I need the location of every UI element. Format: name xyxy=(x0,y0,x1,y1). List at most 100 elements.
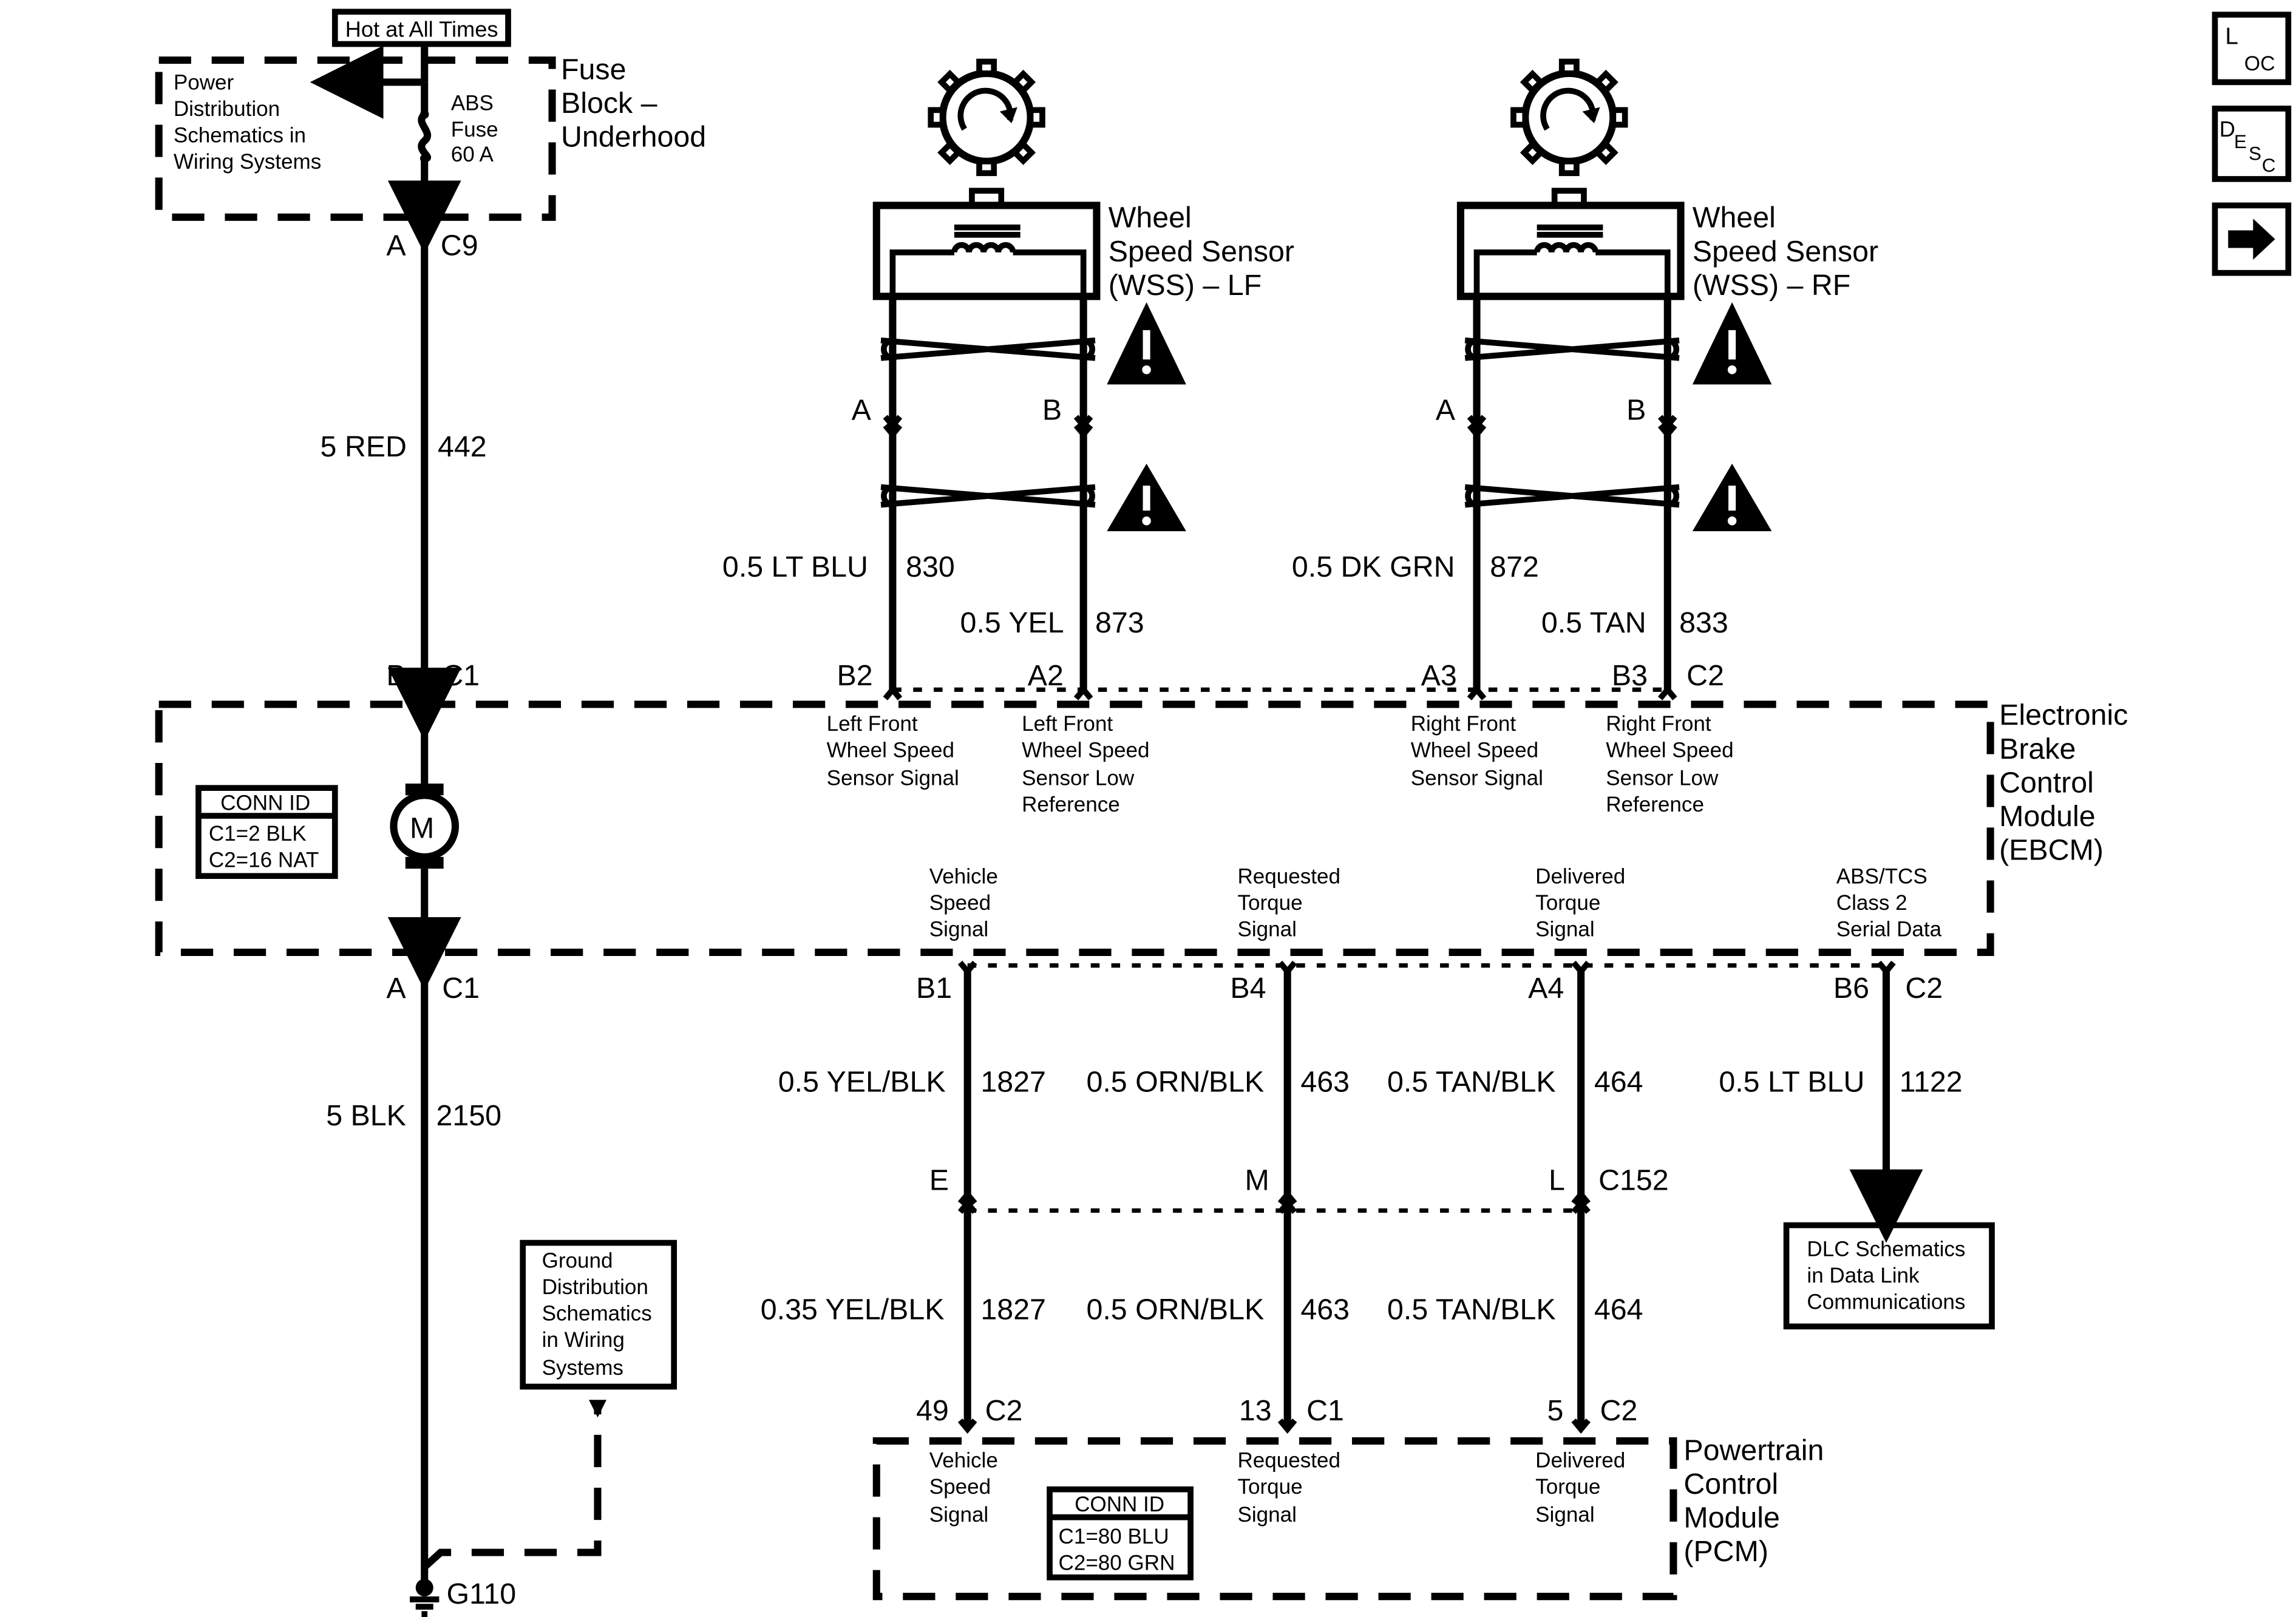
svg-text:Control: Control xyxy=(1683,1468,1778,1500)
svg-text:C1=2 BLK: C1=2 BLK xyxy=(209,822,307,846)
svg-text:Module: Module xyxy=(1683,1502,1780,1534)
svg-text:C2: C2 xyxy=(1600,1394,1638,1427)
svg-text:CONN ID: CONN ID xyxy=(220,791,310,815)
wire-dk-grn-872: 0.5 DK GRN 872 xyxy=(1292,551,1539,583)
svg-text:0.5 ORN/BLK: 0.5 ORN/BLK xyxy=(1086,1293,1264,1326)
svg-text:Distribution: Distribution xyxy=(174,97,280,121)
svg-text:60 A: 60 A xyxy=(451,143,494,166)
svg-text:464: 464 xyxy=(1594,1066,1643,1099)
wss-rf-name: Wheel Speed Sensor (WSS) – RF xyxy=(1693,202,1878,302)
wire-tan-833: 0.5 TAN 833 xyxy=(1541,606,1728,639)
desc-label-d: D xyxy=(2220,117,2235,141)
svg-text:Hot at All Times: Hot at All Times xyxy=(345,16,498,41)
svg-text:Signal: Signal xyxy=(929,917,988,941)
svg-text:B: B xyxy=(386,659,406,692)
svg-text:Signal: Signal xyxy=(1535,1503,1594,1527)
wheel-tone-ring-rf-icon xyxy=(1510,58,1628,177)
svg-text:M: M xyxy=(1245,1164,1269,1197)
wss-lf-sensor-body xyxy=(872,188,1101,300)
pcm-name: Powertrain Control Module (PCM) xyxy=(1683,1434,1824,1568)
svg-text:Signal: Signal xyxy=(1237,917,1296,941)
svg-text:0.5 TAN: 0.5 TAN xyxy=(1541,606,1646,639)
svg-text:Signal: Signal xyxy=(929,1503,988,1527)
hot-at-all-times-box: Hot at All Times xyxy=(331,8,511,47)
svg-text:Class 2: Class 2 xyxy=(1836,891,1907,915)
svg-text:(PCM): (PCM) xyxy=(1683,1535,1768,1568)
svg-text:Schematics in: Schematics in xyxy=(174,123,306,147)
svg-text:Communications: Communications xyxy=(1807,1290,1965,1314)
loc-label-big: L xyxy=(2225,24,2238,50)
svg-text:A: A xyxy=(852,393,872,426)
svg-text:Underhood: Underhood xyxy=(561,121,706,154)
connector-b-c1: B C1 xyxy=(386,659,480,697)
svg-text:DLC Schematics: DLC Schematics xyxy=(1807,1237,1965,1261)
wire-labels-lower: 0.35 YEL/BLK 1827 0.5 ORN/BLK 463 0.5 TA… xyxy=(761,1293,1643,1326)
ebcm-c2-bottom-pins: B1 B4 A4 B6 C2 xyxy=(916,960,1943,1005)
svg-text:Wheel Speed: Wheel Speed xyxy=(1606,738,1733,762)
svg-text:A2: A2 xyxy=(1028,659,1064,692)
svg-text:C1: C1 xyxy=(442,972,480,1005)
svg-text:C2: C2 xyxy=(985,1394,1023,1427)
svg-text:Reference: Reference xyxy=(1606,793,1704,816)
svg-text:B: B xyxy=(1626,393,1646,426)
motor-icon: M xyxy=(390,783,460,869)
svg-text:Distribution: Distribution xyxy=(542,1275,648,1299)
svg-text:ABS: ABS xyxy=(451,91,494,115)
svg-text:ABS/TCS: ABS/TCS xyxy=(1836,864,1927,888)
svg-text:Speed: Speed xyxy=(929,891,991,915)
svg-text:B: B xyxy=(1042,393,1062,426)
svg-text:442: 442 xyxy=(438,430,487,463)
desc-button[interactable]: D E S C xyxy=(2212,106,2292,182)
svg-text:Wheel Speed: Wheel Speed xyxy=(1022,738,1149,762)
svg-text:5 BLK: 5 BLK xyxy=(326,1099,406,1132)
svg-text:Reference: Reference xyxy=(1022,793,1120,816)
abs-fuse-icon xyxy=(387,82,461,254)
ground-distribution-box[interactable]: Ground Distribution Schematics in Wiring… xyxy=(520,1239,678,1390)
svg-text:Fuse: Fuse xyxy=(561,53,626,86)
svg-text:Speed: Speed xyxy=(929,1475,991,1499)
svg-text:Left Front: Left Front xyxy=(1022,712,1113,736)
svg-text:C2=16 NAT: C2=16 NAT xyxy=(209,849,319,872)
svg-text:Requested: Requested xyxy=(1237,864,1340,888)
svg-text:Torque: Torque xyxy=(1237,891,1302,915)
desc-label-c: C xyxy=(2262,155,2276,176)
dlc-schematics-box[interactable]: DLC Schematics in Data Link Communicatio… xyxy=(1783,1222,1995,1330)
arrow-right-icon xyxy=(2228,219,2275,260)
svg-text:A3: A3 xyxy=(1421,659,1457,692)
ebcm-conn-id-box: CONN ID C1=2 BLK C2=16 NAT xyxy=(195,785,338,880)
svg-text:Wheel Speed: Wheel Speed xyxy=(1411,738,1538,762)
svg-text:Vehicle: Vehicle xyxy=(929,864,998,888)
svg-text:Module: Module xyxy=(1999,800,2096,833)
svg-text:1122: 1122 xyxy=(1900,1066,1963,1099)
svg-text:Torque: Torque xyxy=(1535,1475,1600,1499)
fuse-block-outline xyxy=(155,56,556,221)
connector-a-c1: A C1 xyxy=(386,960,480,1005)
svg-text:A4: A4 xyxy=(1528,972,1564,1005)
connector-a-c9: A C9 xyxy=(386,224,478,262)
svg-text:in Data Link: in Data Link xyxy=(1807,1264,1920,1287)
next-page-button[interactable] xyxy=(2212,202,2292,276)
svg-text:Wheel: Wheel xyxy=(1693,202,1776,234)
svg-text:0.5 TAN/BLK: 0.5 TAN/BLK xyxy=(1387,1293,1556,1326)
svg-text:Delivered: Delivered xyxy=(1535,864,1625,888)
svg-text:A: A xyxy=(386,229,406,262)
pcm-pins: 49 C2 13 C1 5 C2 xyxy=(916,1394,1638,1434)
abs-fuse-label: ABS Fuse 60 A xyxy=(451,91,498,166)
svg-text:Delivered: Delivered xyxy=(1535,1448,1625,1472)
wss-rf-connector-pins: A B xyxy=(1436,393,1677,439)
svg-text:Schematics: Schematics xyxy=(542,1302,652,1326)
svg-text:B4: B4 xyxy=(1230,972,1266,1005)
svg-text:E: E xyxy=(929,1164,949,1197)
twisted-pair-rf-bottom-icon xyxy=(1464,484,1680,508)
svg-text:830: 830 xyxy=(906,551,955,583)
svg-text:0.5 YEL/BLK: 0.5 YEL/BLK xyxy=(778,1066,946,1099)
svg-text:(WSS) – LF: (WSS) – LF xyxy=(1109,269,1262,302)
svg-text:C9: C9 xyxy=(441,229,478,262)
svg-text:0.5 LT BLU: 0.5 LT BLU xyxy=(722,551,868,583)
loc-button[interactable]: L OC xyxy=(2212,12,2292,86)
svg-text:Requested: Requested xyxy=(1237,1448,1340,1472)
ebcm-signal-labels: Left Front Wheel Speed Sensor Signal Lef… xyxy=(827,712,1942,941)
desc-label-e: E xyxy=(2234,131,2247,152)
svg-text:Right Front: Right Front xyxy=(1606,712,1711,736)
svg-text:CONN ID: CONN ID xyxy=(1075,1493,1164,1516)
